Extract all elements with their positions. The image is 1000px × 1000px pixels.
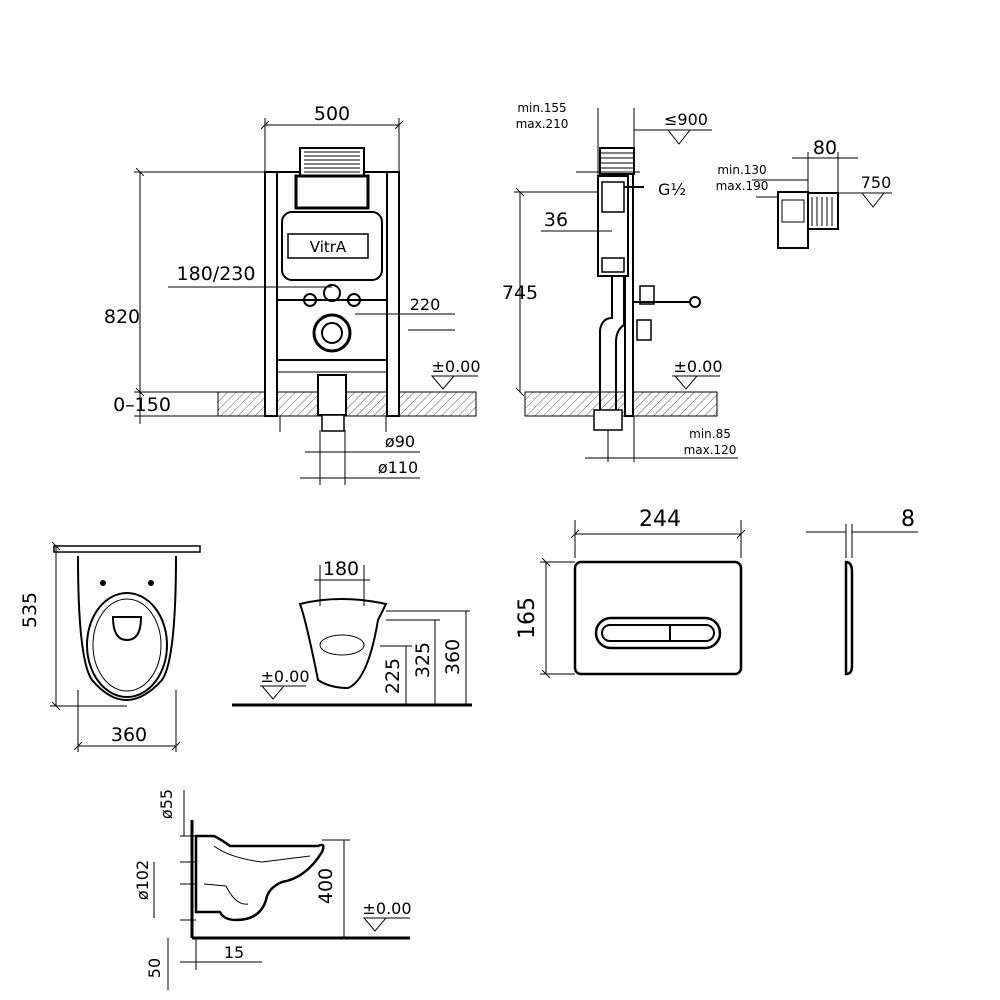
dim-bowl-width: 360: [111, 724, 147, 746]
supply-thread: G½: [658, 180, 686, 199]
dim-bowl-side-height: 400: [315, 868, 337, 904]
dim-pipe-inner: ø90: [385, 432, 415, 451]
dim-plate-depth: 8: [901, 507, 915, 532]
dim-depth-limit: ≤900: [664, 110, 708, 129]
flush-plate-front: 244 165: [515, 507, 741, 674]
outlet-pipe: [312, 313, 352, 353]
flush-button-ring: [594, 616, 722, 650]
floor-level-bowl-front: ±0.00: [260, 667, 309, 686]
dim-bowl-h2: 325: [412, 642, 434, 678]
dim-width: 500: [314, 103, 350, 125]
dim-min-top: min.155: [517, 101, 566, 115]
supply-valve: [323, 284, 341, 302]
bowl-outline: [77, 555, 177, 701]
floor-level-bowl-side: ±0.00: [362, 899, 411, 918]
brand-plate: [287, 233, 369, 259]
dim-cistern-max: max.190: [716, 179, 769, 193]
dim-min-bottom: min.85: [689, 427, 731, 441]
bowl-front-view: 180 225 325 360 ±0.00: [232, 558, 472, 707]
cistern-detail: 80 min.130 max.190 750: [716, 137, 892, 249]
bowl-top-view: 535 360: [19, 546, 201, 752]
dim-wall-offset: 15: [224, 943, 244, 962]
frame-post-left: [264, 171, 278, 417]
dim-cistern-min: min.130: [717, 163, 766, 177]
bowl-side-outline: [194, 834, 325, 922]
bowl-side-view: ø55 ø102 400 ±0.00 15 50: [133, 789, 412, 990]
dim-bowl-length: 535: [19, 592, 41, 628]
dim-bowl-front-width: 180: [323, 558, 359, 580]
dim-plate-height: 165: [515, 597, 540, 639]
dim-max-bottom: max.120: [684, 443, 737, 457]
dim-plate-width: 244: [639, 507, 681, 532]
floor-level-front: ±0.00: [431, 357, 480, 376]
dim-bowl-h1: 225: [382, 658, 404, 694]
dim-cistern-width: 80: [813, 137, 837, 159]
frame-post-right: [386, 171, 400, 417]
drain-pipe: [317, 374, 347, 416]
dim-outlet-diameter: ø102: [133, 860, 152, 900]
flush-plate-side: 8: [806, 507, 918, 676]
dim-cistern-level: 750: [861, 173, 892, 192]
brand-logo: VitrA: [310, 238, 347, 256]
dim-max-top: max.210: [516, 117, 569, 131]
frame-front-view: VitrA 500 820 0–150 180/230 220 ±0.00: [104, 103, 481, 485]
dim-depth: 36: [544, 209, 568, 231]
bowl-front-outline: [298, 598, 388, 690]
dim-outlet-height: 220: [410, 295, 441, 314]
dim-inlet-offset: 180/230: [177, 263, 256, 285]
dim-pipe-outer: ø110: [378, 458, 418, 477]
frame-side-view: min.155 max.210 ≤900 G½ 36 745 ±0.00 min…: [502, 101, 738, 462]
floor-level-side: ±0.00: [673, 357, 722, 376]
dim-height-side: 745: [502, 282, 538, 304]
dim-bottom: 50: [145, 958, 164, 978]
dim-bowl-h3: 360: [442, 639, 464, 675]
service-opening: [294, 174, 370, 210]
dim-top-diameter: ø55: [157, 789, 176, 819]
dim-floor-range: 0–150: [113, 394, 171, 416]
dim-height: 820: [104, 306, 140, 328]
